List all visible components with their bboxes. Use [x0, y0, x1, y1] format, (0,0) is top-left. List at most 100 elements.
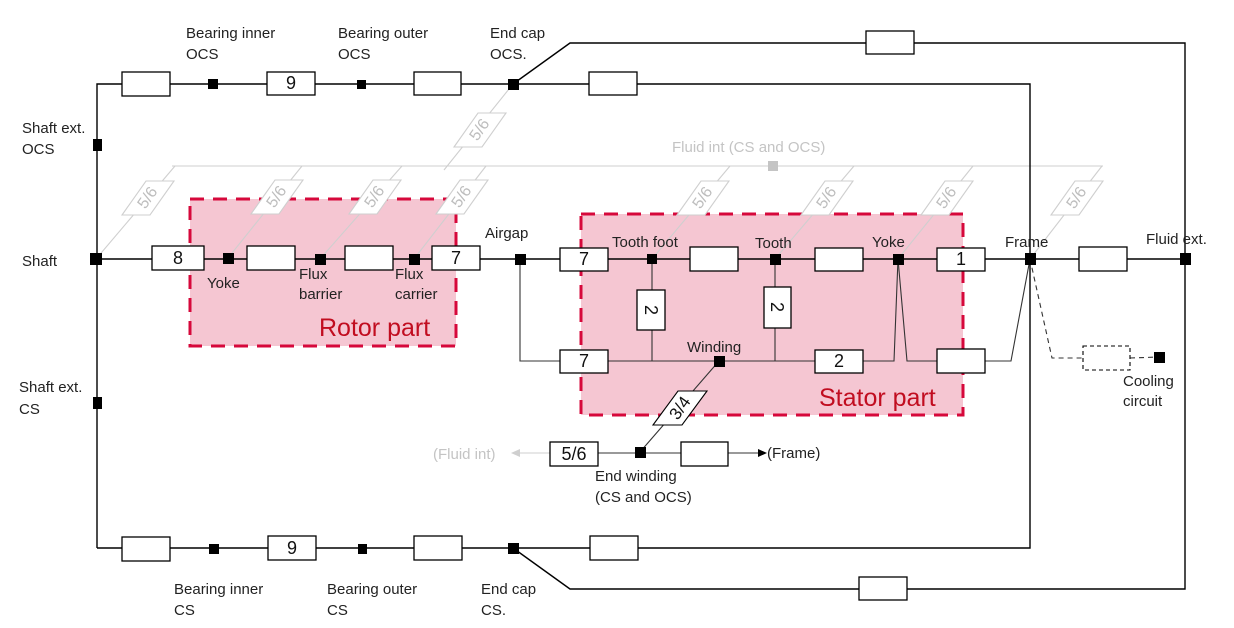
label-bearing-outer-cs: Bearing outer CS — [327, 581, 421, 619]
label-line: OCS — [186, 46, 219, 63]
node-bearing-inner-cs — [209, 544, 219, 554]
label-flux-carrier: Flux carrier — [395, 266, 438, 303]
resistor-bearing-ocs-label: 9 — [286, 73, 296, 93]
nodes — [90, 79, 1191, 554]
label-shaft: Shaft — [22, 253, 58, 270]
label-tooth: Tooth — [755, 235, 792, 252]
label-shaft-ext-ocs: Shaft ext. OCS — [22, 120, 90, 158]
label-end-winding: End winding (CS and OCS) — [595, 468, 692, 506]
labels: Bearing inner OCS Bearing outer OCS End … — [19, 25, 1207, 619]
wire-winding-to-yoke — [863, 258, 899, 362]
node-end-cap-ocs — [508, 79, 519, 90]
resistor-tooth-foot-winding-label: 2 — [641, 305, 661, 315]
resistor-flux-carrier-airgap — [431, 245, 481, 271]
resistor-shaft-ext-cs — [121, 536, 171, 562]
node-stator-yoke — [893, 254, 904, 265]
label-line: Bearing outer — [338, 25, 428, 42]
resistor-bearing-cs — [267, 535, 317, 561]
label-bearing-inner-ocs: Bearing inner OCS — [186, 25, 279, 63]
convection-resistance: 5/6 — [799, 180, 855, 216]
label-line: CS — [327, 602, 348, 619]
resistor-shaft-ext-ocs — [121, 71, 171, 97]
convection-resistance: 5/6 — [249, 179, 305, 215]
label-line: barrier — [299, 286, 342, 303]
resistor-yoke-frame — [936, 247, 986, 272]
resistor-airgap-winding — [559, 349, 609, 374]
label-end-cap-cs: End cap CS. — [481, 581, 540, 619]
convection-resistance: 5/6 — [1049, 180, 1105, 216]
node-frame — [1025, 253, 1036, 265]
label-end-cap-ocs: End cap OCS. — [490, 25, 549, 63]
label-bearing-outer-ocs: Bearing outer OCS — [338, 25, 432, 63]
label-line: Flux — [299, 266, 328, 283]
label-line: Flux — [395, 266, 424, 283]
resistor-airgap-tooth-foot — [559, 247, 609, 272]
label-cooling-circuit: Cooling circuit — [1123, 373, 1178, 410]
label-winding: Winding — [687, 339, 741, 356]
resistor-bearing-ocs — [266, 71, 316, 96]
wire-yoke-to-frame-lower — [897, 258, 937, 362]
resistors: 9 9 8 7 7 1 7 2 2 2 5/6 — [121, 30, 1131, 601]
convection-resistance: 5/6 — [919, 180, 975, 216]
convection-resistance: 5/6 — [434, 179, 490, 215]
resistor-end-winding-frame — [680, 441, 729, 467]
resistor-winding-yoke-label: 2 — [834, 351, 844, 371]
label-line: End winding — [595, 468, 677, 485]
arrow-to-frame-icon — [758, 449, 767, 457]
resistor-tooth-yoke — [814, 247, 864, 272]
rotor-part-region — [188, 197, 458, 348]
resistor-end-cap-cs — [589, 535, 639, 561]
node-bearing-outer-cs — [358, 544, 367, 554]
node-flux-carrier — [409, 254, 420, 265]
label-line: Cooling — [1123, 373, 1174, 390]
resistor-yoke-flux-barrier — [246, 245, 296, 271]
rotor-part-label: Rotor part — [319, 314, 430, 342]
resistor-frame-fluid-ext — [1078, 246, 1128, 272]
resistor-shaft-rotor-yoke — [151, 245, 205, 271]
node-shaft-ext-ocs — [93, 139, 102, 151]
label-fluid-int: Fluid int (CS and OCS) — [672, 139, 825, 156]
label-line: Bearing outer — [327, 581, 417, 598]
label-stator-yoke: Yoke — [872, 234, 905, 251]
label-line: CS — [174, 602, 195, 619]
resistor-tooth-winding-label: 2 — [767, 302, 787, 312]
node-end-winding — [635, 447, 646, 458]
label-line: Shaft ext. — [22, 120, 85, 137]
node-bearing-inner-ocs — [208, 79, 218, 89]
label-line: Shaft ext. — [19, 379, 82, 396]
label-flux-barrier: Flux barrier — [299, 266, 342, 303]
resistor-tooth-foot-winding — [636, 289, 666, 331]
resistor-end-winding-fluid-label: 5/6 — [561, 444, 586, 464]
resistor-cooling-circuit — [1082, 345, 1131, 371]
label-shaft-ext-cs: Shaft ext. CS — [19, 379, 87, 418]
wire-outer-loop-top — [512, 42, 1186, 590]
label-line: CS — [19, 401, 40, 418]
label-line: OCS — [22, 141, 55, 158]
convection-resistance: 5/6 — [675, 180, 731, 216]
resistor-shaft-rotor-yoke-label: 8 — [173, 248, 183, 268]
node-winding — [714, 356, 725, 367]
label-line: circuit — [1123, 393, 1163, 410]
label-airgap: Airgap — [485, 225, 528, 242]
resistor-yoke-frame-label: 1 — [956, 249, 966, 269]
resistor-bearing-outer-cs — [413, 535, 463, 561]
label-line: (CS and OCS) — [595, 489, 692, 506]
node-cooling-circuit — [1154, 352, 1165, 363]
resistor-tooth-foot-tooth — [689, 246, 739, 272]
resistor-tooth-winding — [763, 286, 792, 329]
wire-cooling-circuit — [1029, 258, 1083, 359]
resistor-end-winding-fluid — [549, 441, 599, 467]
resistor-end-cap-ocs — [588, 71, 638, 96]
label-rotor-yoke: Yoke — [207, 275, 240, 292]
label-line: End cap — [490, 25, 545, 42]
node-end-cap-cs — [508, 543, 519, 554]
resistor-winding-yoke — [814, 349, 864, 374]
resistor-end-cap-cs-outer — [858, 576, 908, 601]
label-bearing-inner-cs: Bearing inner CS — [174, 581, 267, 619]
node-rotor-yoke — [223, 253, 234, 264]
wire-airgap-to-winding — [519, 259, 560, 362]
label-line: OCS — [338, 46, 371, 63]
resistor-yoke-frame-lower — [936, 348, 986, 374]
stator-part-label: Stator part — [819, 384, 936, 412]
label-line: Bearing inner — [174, 581, 263, 598]
